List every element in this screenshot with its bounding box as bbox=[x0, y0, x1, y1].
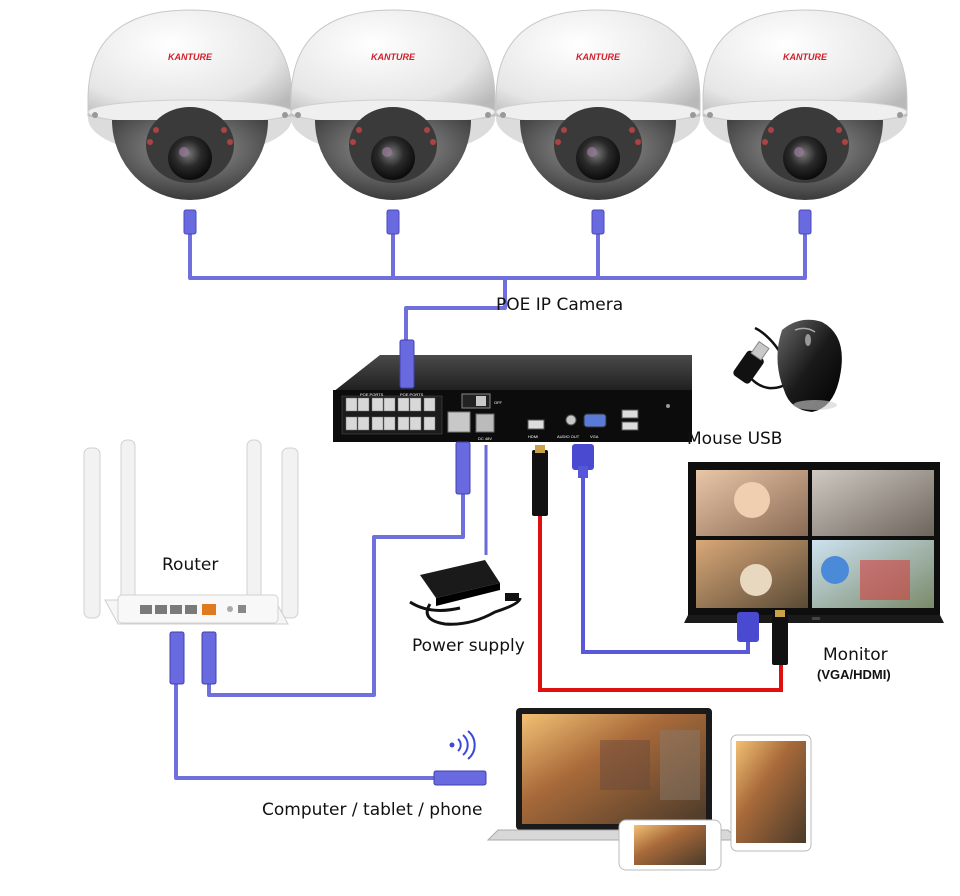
wifi-router-icon bbox=[83, 439, 299, 625]
hdmi-connector-icon bbox=[532, 450, 548, 516]
camera-brand: KANTURE bbox=[783, 52, 828, 62]
usb-plug-icon bbox=[733, 340, 770, 384]
monitor-icon bbox=[684, 462, 944, 623]
off-label: OFF bbox=[494, 400, 503, 405]
camera-brand: KANTURE bbox=[168, 52, 213, 62]
monitor-label: Monitor bbox=[823, 645, 888, 665]
camera-brand: KANTURE bbox=[576, 52, 621, 62]
monitor-sub-label: (VGA/HDMI) bbox=[817, 667, 891, 682]
vga-connector-icon bbox=[572, 444, 594, 470]
router-label: Router bbox=[162, 555, 219, 575]
vga-cable bbox=[581, 475, 750, 654]
laptop-icon bbox=[486, 708, 740, 841]
poe-ports-label-2: POE PORTS bbox=[400, 392, 424, 397]
camera-2: KANTURE bbox=[290, 9, 496, 200]
hdmi-port-label: HDMI bbox=[528, 434, 538, 439]
vga-port-label: VGA bbox=[590, 434, 599, 439]
hdmi-cable bbox=[538, 515, 783, 692]
mouse-usb-label: Mouse USB bbox=[687, 429, 783, 449]
phone-icon bbox=[618, 819, 722, 871]
audio-port-label: AUDIO OUT bbox=[557, 434, 580, 439]
camera-bus-cable bbox=[188, 232, 807, 280]
poe-camera-label: POE IP Camera bbox=[496, 295, 624, 315]
camera-4: KANTURE bbox=[702, 9, 908, 200]
poe-ports-label-1: POE PORTS bbox=[360, 392, 384, 397]
nvr-uplink-rj45 bbox=[399, 339, 415, 389]
network-cables bbox=[174, 232, 807, 780]
power-adapter-icon bbox=[409, 560, 522, 626]
computer-rj45-connector bbox=[433, 770, 487, 786]
nvr-to-router-cable bbox=[207, 490, 465, 697]
usb-mouse-icon bbox=[777, 319, 842, 412]
nvr-recorder: POE PORTS POE PORTS OFF DC 48V HDMI AUDI… bbox=[333, 355, 692, 442]
nvr-uplink-cable bbox=[404, 278, 507, 345]
camera-rj45-connectors bbox=[183, 209, 812, 235]
camera-1: KANTURE bbox=[87, 9, 293, 200]
monitor-hdmi-plug bbox=[772, 615, 788, 665]
camera-brand: KANTURE bbox=[371, 52, 416, 62]
dc-label: DC 48V bbox=[478, 436, 492, 441]
router-to-computer-cable bbox=[174, 678, 438, 780]
router-lan-rj45 bbox=[169, 631, 185, 685]
tablet-icon bbox=[730, 734, 812, 852]
nvr-router-rj45 bbox=[455, 441, 471, 495]
power-supply-label: Power supply bbox=[412, 636, 525, 656]
computer-label: Computer / tablet / phone bbox=[262, 800, 483, 820]
wifi-signal-icon bbox=[449, 730, 476, 760]
camera-3: KANTURE bbox=[495, 9, 701, 200]
monitor-vga-plug bbox=[737, 612, 759, 642]
router-wan-rj45 bbox=[201, 631, 217, 685]
